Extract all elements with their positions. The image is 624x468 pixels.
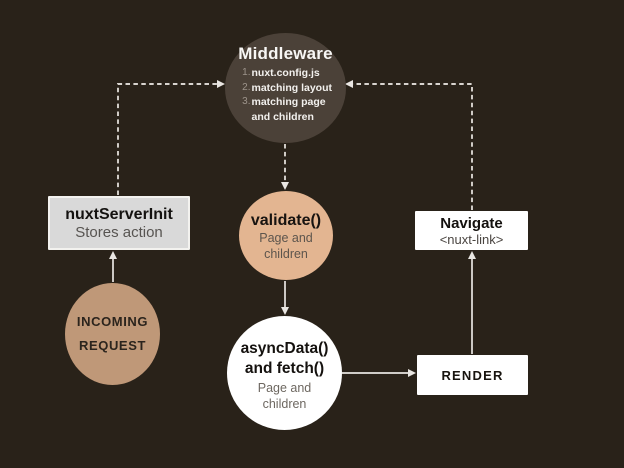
middleware-step-list: 1. nuxt.config.js 2. matching layout 3. … [236, 66, 336, 124]
node-asyncdata: asyncData() and fetch() Page and childre… [227, 316, 342, 430]
step-label: matching layout [251, 81, 333, 94]
node-middleware: Middleware 1. nuxt.config.js 2. matching… [225, 33, 346, 143]
step-label: matching page and children [251, 96, 326, 123]
edge-navigate-to-middleware [345, 80, 473, 210]
validate-subtitle: Page and children [259, 231, 313, 261]
navigate-title: Navigate [440, 214, 503, 232]
node-validate: validate() Page and children [239, 191, 333, 280]
step-number: 2. [242, 81, 251, 93]
navigate-subtitle: <nuxt-link> [439, 231, 504, 247]
asyncdata-title: asyncData() and fetch() [240, 339, 329, 377]
edge-nuxtserverinit-to-middleware [117, 80, 225, 195]
node-incoming-request: INCOMING REQUEST [65, 283, 160, 385]
step-label: nuxt.config.js [251, 67, 320, 79]
incoming-request-title: INCOMING REQUEST [76, 314, 149, 353]
node-nuxtserverinit: nuxtServerInit Stores action [48, 196, 190, 250]
middleware-step: 3. matching page and children [238, 95, 336, 124]
asyncdata-subtitle: Page and children [257, 380, 312, 411]
nuxtserverinit-subtitle: Stores action [75, 223, 163, 241]
step-number: 3. [242, 96, 251, 107]
middleware-step: 2. matching layout [238, 81, 336, 96]
middleware-step: 1. nuxt.config.js [238, 66, 336, 81]
middleware-title: Middleware [238, 44, 333, 63]
node-navigate: Navigate <nuxt-link> [415, 211, 528, 250]
step-number: 1. [242, 67, 251, 78]
node-render: RENDER [417, 355, 528, 395]
nuxtserverinit-title: nuxtServerInit [65, 205, 173, 223]
validate-title: validate() [250, 212, 322, 229]
render-title: RENDER [441, 367, 504, 383]
